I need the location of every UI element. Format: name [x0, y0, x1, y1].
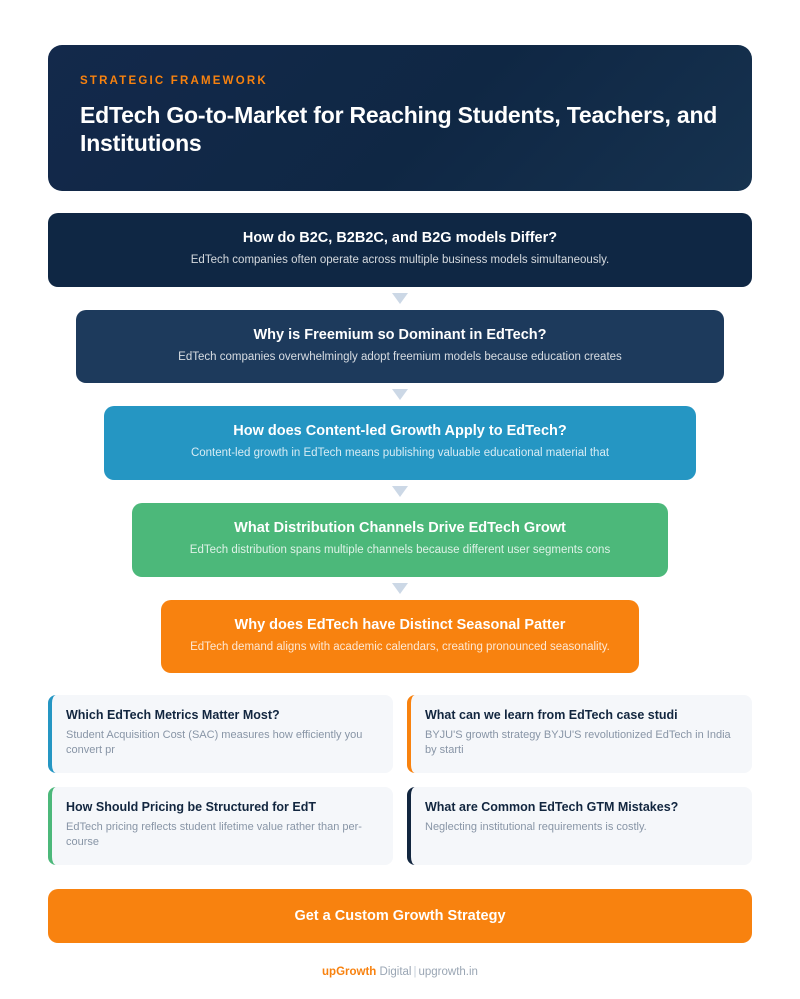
footer-site: upgrowth.in	[418, 966, 478, 979]
flow-step-description: EdTech companies overwhelmingly adopt fr…	[178, 350, 622, 363]
insight-card[interactable]: Which EdTech Metrics Matter Most? Studen…	[48, 695, 393, 774]
footer-brand: upGrowth	[322, 966, 377, 979]
flow-step-title: How do B2C, B2B2C, and B2G models Differ…	[242, 230, 558, 246]
footer: upGrowth Digital|upgrowth.in	[48, 966, 752, 978]
insight-card-title: What can we learn from EdTech case studi	[425, 708, 678, 723]
flow-step-2[interactable]: Why is Freemium so Dominant in EdTech? E…	[76, 309, 724, 384]
flow-step-4[interactable]: What Distribution Channels Drive EdTech …	[132, 502, 668, 577]
footer-brand-suffix: Digital	[376, 966, 412, 979]
flow-arrow-down-icon	[392, 582, 408, 594]
header-banner: STRATEGIC FRAMEWORK EdTech Go-to-Market …	[48, 45, 752, 191]
flow-step-description: EdTech companies often operate across mu…	[190, 254, 610, 267]
insight-card-grid: Which EdTech Metrics Matter Most? Studen…	[48, 695, 752, 866]
flow-step-title: Why does EdTech have Distinct Seasonal P…	[234, 616, 566, 633]
insight-card-description: BYJU'S growth strategy BYJU'S revolution…	[425, 728, 731, 756]
flow-step-title: What Distribution Channels Drive EdTech …	[234, 519, 566, 536]
footer-separator: |	[413, 966, 417, 979]
flow-step-description: EdTech demand aligns with academic calen…	[190, 640, 610, 653]
flow-step-title: How does Content-led Growth Apply to EdT…	[233, 423, 567, 440]
insight-card[interactable]: How Should Pricing be Structured for EdT…	[48, 787, 393, 866]
insight-card-description: Neglecting institutional requirements is…	[425, 820, 647, 833]
header-eyebrow: STRATEGIC FRAMEWORK	[80, 75, 268, 87]
insight-card-title: Which EdTech Metrics Matter Most?	[66, 708, 280, 723]
get-custom-growth-strategy-button[interactable]: Get a Custom Growth Strategy	[48, 889, 752, 944]
flow-diagram: How do B2C, B2B2C, and B2G models Differ…	[48, 213, 752, 674]
flow-step-description: Content-led growth in EdTech means publi…	[190, 447, 610, 460]
flow-arrow-down-icon	[392, 485, 408, 497]
flow-step-5[interactable]: Why does EdTech have Distinct Seasonal P…	[161, 599, 639, 674]
flow-step-1[interactable]: How do B2C, B2B2C, and B2G models Differ…	[48, 213, 752, 287]
flow-step-title: Why is Freemium so Dominant in EdTech?	[253, 326, 547, 343]
insight-card-description: EdTech pricing reflects student lifetime…	[66, 820, 362, 848]
flow-step-3[interactable]: How does Content-led Growth Apply to EdT…	[104, 406, 696, 480]
insight-card[interactable]: What can we learn from EdTech case studi…	[407, 695, 752, 774]
insight-card-title: What are Common EdTech GTM Mistakes?	[425, 800, 679, 815]
page-title: EdTech Go-to-Market for Reaching Student…	[80, 102, 718, 157]
flow-arrow-down-icon	[392, 389, 408, 401]
flow-arrow-down-icon	[392, 292, 408, 304]
flow-step-description: EdTech distribution spans multiple chann…	[189, 544, 611, 557]
insight-card-title: How Should Pricing be Structured for EdT	[66, 800, 317, 815]
insight-card[interactable]: What are Common EdTech GTM Mistakes? Neg…	[407, 787, 752, 866]
insight-card-description: Student Acquisition Cost (SAC) measures …	[66, 728, 363, 756]
